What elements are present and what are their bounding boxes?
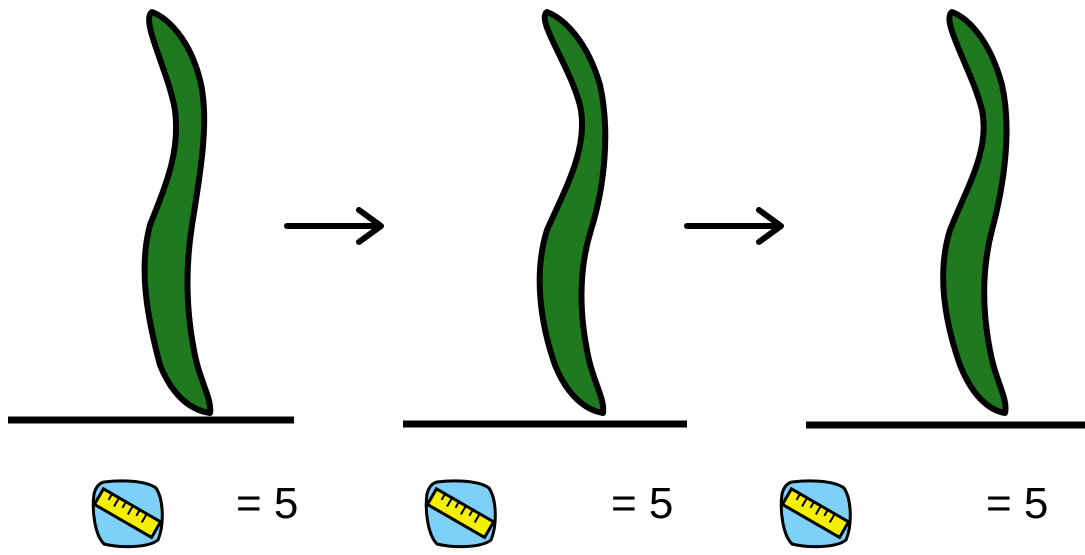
right-arrow-icon (683, 200, 793, 250)
ruler-icon (423, 478, 497, 550)
right-arrow-icon (283, 200, 393, 250)
plant-stage-1 (0, 0, 300, 440)
measure-value: = 5 (986, 480, 1048, 528)
measure-value: = 5 (236, 480, 298, 528)
measure-value: = 5 (611, 480, 673, 528)
plant-stage-3 (800, 0, 1085, 440)
leaf-shape (540, 12, 606, 413)
ruler-icon (90, 478, 164, 550)
measurement-3: = 5 (778, 478, 1078, 552)
measurement-2: = 5 (423, 478, 693, 552)
measurement-1: = 5 (90, 478, 330, 552)
leaf-shape (943, 12, 1006, 413)
leaf-shape (145, 12, 211, 413)
plant-stage-2 (395, 0, 695, 440)
ruler-icon (778, 478, 852, 550)
